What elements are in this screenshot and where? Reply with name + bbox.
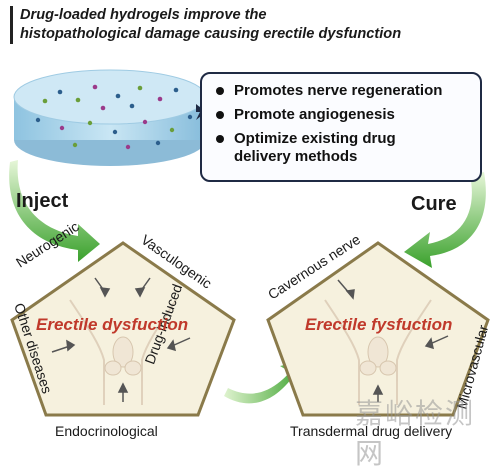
inject-arrow-icon (9, 160, 100, 262)
benefit-item: Promotes nerve regeneration (214, 82, 470, 100)
label-transdermal: Transdermal drug delivery (290, 423, 452, 439)
diagram-canvas: Neurogenic Vasculogenic Drug-induced End… (9, 69, 491, 439)
right-center-label: Erectile fysfuction (305, 315, 452, 334)
benefit-item: Optimize existing drug (214, 130, 470, 148)
benefit-item-continued: delivery methods (234, 148, 358, 165)
bullet-icon (216, 87, 224, 95)
watermark: 嘉峪检测网 (355, 397, 476, 470)
hydrogel-disc-icon (13, 69, 207, 166)
left-center-label: Erectile dysfuction (36, 315, 188, 334)
inward-arrows (337, 279, 449, 402)
benefits-box: Promotes nerve regeneration Promote angi… (200, 72, 482, 182)
label-endocrinological: Endocrinological (55, 423, 158, 439)
inward-arrows (51, 277, 191, 402)
benefit-item: Promote angiogenesis (214, 106, 470, 124)
title-line-2: histopathological damage causing erectil… (20, 26, 402, 42)
cure-arrow-icon (404, 172, 486, 268)
inject-label: Inject (16, 190, 69, 212)
bullet-icon (216, 135, 224, 143)
pelvis-illustration-icon (69, 299, 177, 405)
drug-particles (35, 84, 193, 150)
right-pentagon (266, 241, 490, 417)
diagram-title: Drug-loaded hydrogels improve the histop… (10, 6, 500, 44)
cure-label: Cure (411, 193, 457, 215)
bullet-icon (216, 111, 224, 119)
pelvis-illustration-icon (324, 299, 432, 405)
title-line-1: Drug-loaded hydrogels improve the (20, 7, 267, 23)
left-pentagon (10, 241, 236, 417)
